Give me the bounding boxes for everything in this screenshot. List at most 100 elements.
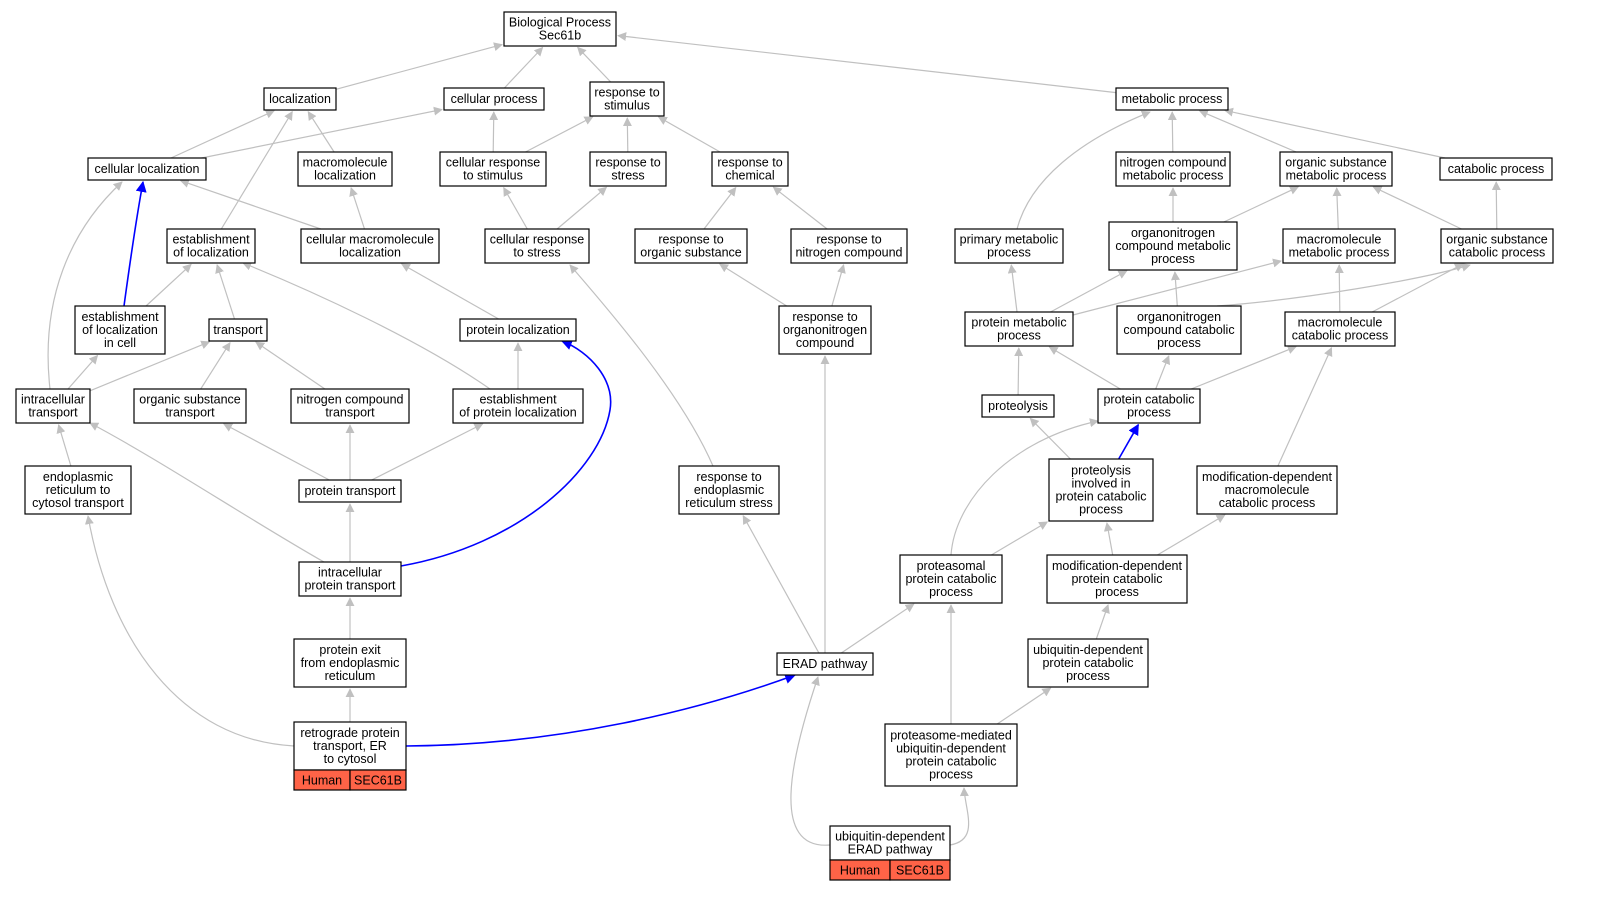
node-label-line: catabolic process: [1292, 329, 1389, 343]
node-label-line: protein catabolic: [1055, 490, 1146, 504]
go-term-node-proteasome-mediated-ubiquitin[interactable]: proteasome-mediatedubiquitin-dependentpr…: [884, 723, 1018, 787]
edge-organic-substance-catabolic-to-catabolic-process: [1491, 181, 1501, 230]
edge-nitrogen-compound-metabolic-to-metabolic-process: [1167, 111, 1177, 153]
highlighted-edge-establishment-of-localization-in-cell-to-cellular-localization: [123, 180, 147, 307]
go-term-node-catabolic-process[interactable]: catabolic process: [1439, 157, 1553, 181]
node-label-line: ubiquitin-dependent: [896, 742, 1006, 756]
edge-intracellular-protein-transport-to-intracellular-transport: [89, 422, 325, 563]
edge-cellular-response-to-stimulus-to-response-to-stimulus: [525, 116, 594, 153]
annotation-cell: [889, 859, 951, 881]
edge-cellular-localization-to-localization: [170, 110, 275, 159]
go-term-node-cellular-process[interactable]: cellular process: [443, 87, 545, 111]
node-label-line: ubiquitin-dependent: [1033, 643, 1143, 657]
node-label-line: organic substance: [1285, 156, 1387, 170]
node-box: [1115, 151, 1231, 187]
node-label-line: process: [929, 768, 973, 782]
node-label-line: process: [1095, 585, 1139, 599]
species-tag: Human: [840, 864, 880, 878]
go-term-node-localization[interactable]: localization: [263, 87, 337, 111]
node-label-line: reticulum stress: [685, 496, 773, 510]
go-term-node-modification-dependent-macromolecule-catabolic[interactable]: modification-dependentmacromoleculecatab…: [1196, 465, 1338, 515]
edge-transport-to-establishment-of-localization: [215, 264, 236, 320]
node-box: [290, 388, 410, 424]
edge-cellular-macromolecule-localization-to-macromolecule-localization: [349, 187, 366, 230]
node-label-line: establishment: [172, 233, 250, 247]
edge-protein-localization-to-cellular-macromolecule-localization: [400, 263, 499, 320]
node-label-line: protein catabolic: [905, 572, 996, 586]
node-label-line: establishment: [81, 310, 159, 324]
node-box: [208, 318, 268, 342]
edge-protein-catabolic-to-macromolecule-catabolic: [1190, 345, 1297, 390]
go-term-node-proteolysis[interactable]: proteolysis: [981, 394, 1055, 418]
go-term-node-transport[interactable]: transport: [208, 318, 268, 342]
edge-er-to-cytosol-transport-to-intracellular-transport: [56, 424, 72, 467]
node-label-line: cellular macromolecule: [306, 233, 434, 247]
node-label-line: organonitrogen: [1131, 226, 1215, 240]
edge-response-to-stimulus-to-root: [577, 46, 612, 83]
node-label-line: macromolecule: [1298, 316, 1383, 330]
go-term-node-erad-pathway[interactable]: ERAD pathway: [776, 652, 874, 676]
node-label-line: Biological Process: [509, 16, 611, 30]
edge-ubiquitin-dependent-erad-to-erad-pathway: [790, 676, 831, 846]
edge-response-to-nitrogen-compound-to-response-to-chemical: [772, 186, 828, 230]
node-label-line: to stress: [513, 246, 560, 260]
node-box: [1439, 157, 1553, 181]
node-label-line: to stimulus: [463, 169, 523, 183]
go-term-node-protein-localization[interactable]: protein localization: [459, 318, 577, 342]
node-box: [452, 388, 584, 424]
go-term-node-protein-transport[interactable]: protein transport: [298, 479, 402, 503]
edge-proteasome-mediated-ubiquitin-to-ubiquitin-dependent-protein-catabolic: [996, 687, 1052, 725]
node-label-line: organic substance: [139, 393, 241, 407]
edge-response-to-er-stress-to-cellular-response-to-stress: [569, 264, 714, 467]
node-label-line: involved in: [1071, 477, 1130, 491]
node-label-line: proteolysis: [1071, 464, 1131, 478]
edge-cellular-response-to-stress-to-cellular-response-to-stimulus: [503, 186, 528, 230]
node-box: [1027, 638, 1149, 688]
node-label-line: localization: [339, 246, 401, 260]
node-box: [790, 228, 908, 264]
edge-layer: [47, 32, 1501, 846]
node-box: [776, 652, 874, 676]
go-term-node-cellular-localization[interactable]: cellular localization: [87, 157, 207, 181]
edge-intracellular-transport-to-establishment-of-localization-in-cell: [67, 354, 99, 390]
edge-erad-pathway-to-proteasomal-protein-catabolic: [840, 603, 915, 654]
go-term-node-metabolic-process[interactable]: metabolic process: [1115, 87, 1229, 111]
